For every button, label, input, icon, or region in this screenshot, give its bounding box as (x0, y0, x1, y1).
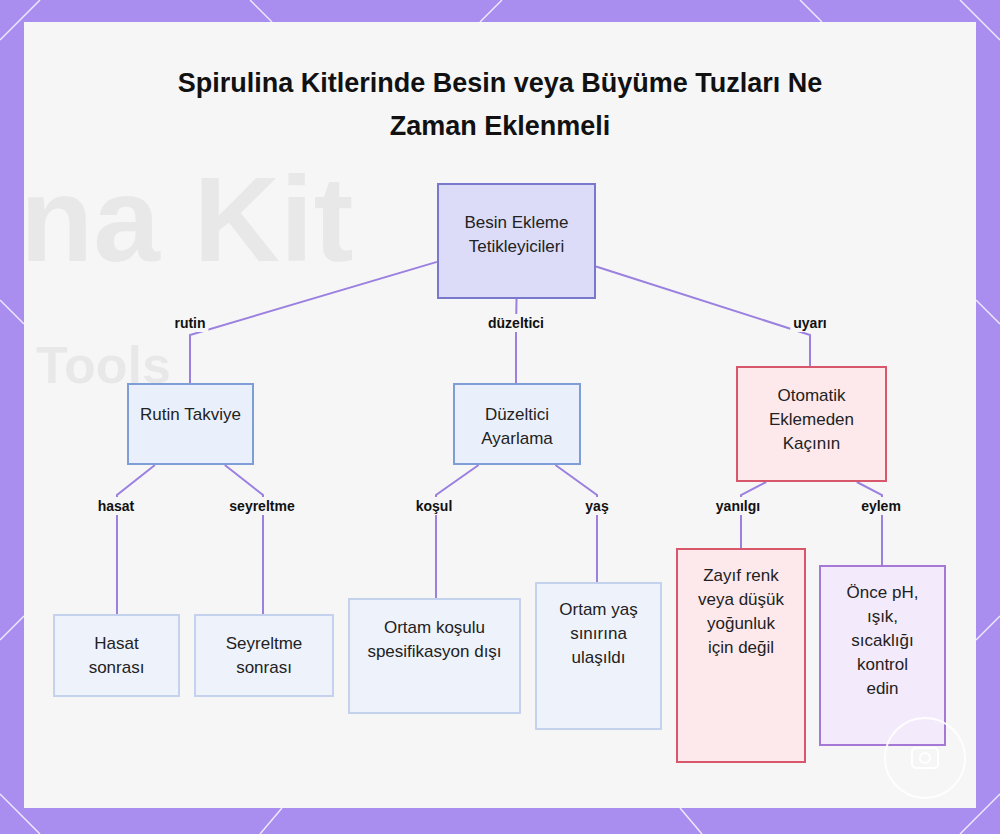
leaf-box: Zayıf renk veya düşük yoğunluk için deği… (676, 548, 806, 763)
connector-label: rutin (171, 314, 208, 332)
connector (225, 465, 263, 614)
branch-box: Otomatik Eklemeden Kaçının (736, 366, 887, 482)
branch-box: Rutin Takviye (127, 383, 254, 465)
connector-label: yanılgı (713, 497, 763, 515)
branch-box: Düzeltici Ayarlama (453, 383, 581, 465)
connector-label: düzeltici (485, 314, 547, 332)
node-label: Ortam yaş sınırına ulaşıldı (559, 598, 638, 670)
diagram-title: Spirulina Kitlerinde Besin veya Büyüme T… (150, 62, 850, 148)
connector (596, 267, 810, 366)
connector (555, 465, 597, 582)
node-label: Önce pH, ışık, sıcaklığı kontrol edin (841, 581, 924, 701)
node-label: Seyreltme sonrası (204, 632, 324, 680)
connector-label: seyreltme (226, 497, 297, 515)
root-box: Besin Ekleme Tetikleyicileri (437, 183, 596, 299)
node-label: Düzeltici Ayarlama (465, 403, 569, 451)
connector (857, 482, 882, 565)
node-label: Rutin Takviye (140, 403, 241, 427)
connector (190, 262, 437, 383)
node-label: Zayıf renk veya düşük yoğunluk için deği… (693, 564, 789, 660)
leaf-box: Seyreltme sonrası (194, 614, 334, 697)
node-label: Otomatik Eklemeden Kaçının (748, 384, 875, 456)
connector (515, 299, 518, 383)
leaf-box: Ortam koşulu spesifikasyon dışı (348, 598, 521, 714)
connector-label: yaş (582, 497, 611, 515)
node-label: Besin Ekleme Tetikleyicileri (453, 211, 580, 259)
node-label: Hasat sonrası (65, 632, 168, 680)
leaf-box: Hasat sonrası (53, 614, 180, 697)
connector (436, 465, 479, 598)
connector-label: eylem (858, 497, 904, 515)
connector (117, 465, 155, 614)
leaf-box: Ortam yaş sınırına ulaşıldı (535, 582, 662, 730)
connector (741, 482, 766, 548)
node-label: Ortam koşulu spesifikasyon dışı (360, 616, 509, 664)
connector-label: hasat (95, 497, 138, 515)
connector-label: koşul (413, 497, 456, 515)
watermark: na Kit (20, 150, 353, 288)
connector-label: uyarı (790, 314, 829, 332)
